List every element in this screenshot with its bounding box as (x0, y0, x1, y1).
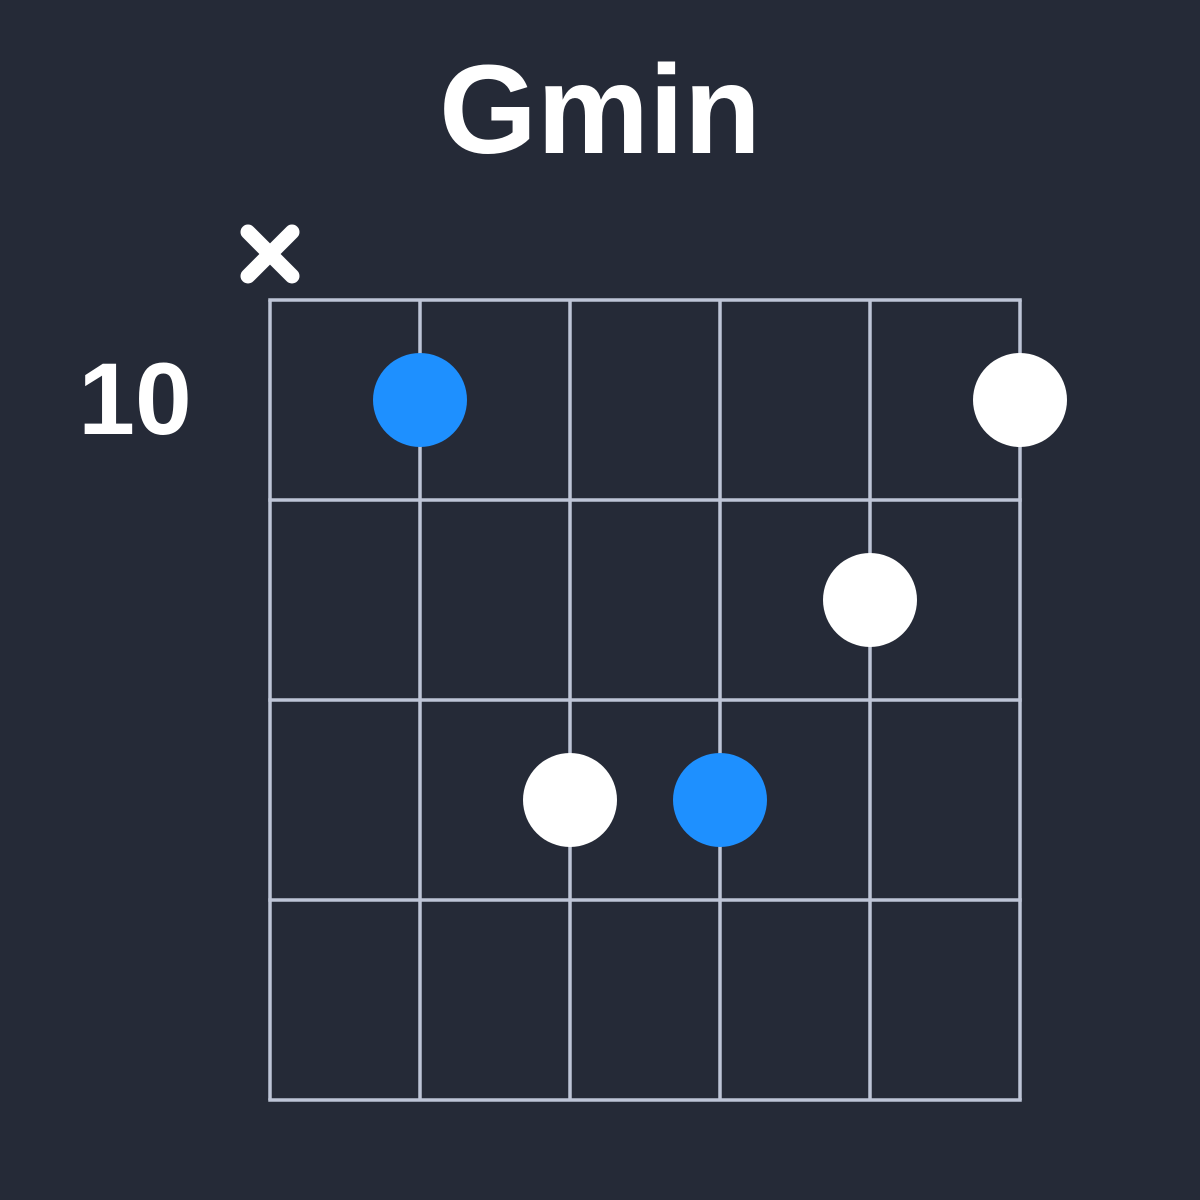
chord-title: Gmin (438, 39, 761, 180)
finger-dot-white (523, 753, 617, 847)
finger-dot-blue (673, 753, 767, 847)
muted-string-icon (240, 224, 300, 284)
finger-dot-blue (373, 353, 467, 447)
finger-dot-white (973, 353, 1067, 447)
finger-dot-white (823, 553, 917, 647)
fret-number-label: 10 (78, 342, 192, 456)
